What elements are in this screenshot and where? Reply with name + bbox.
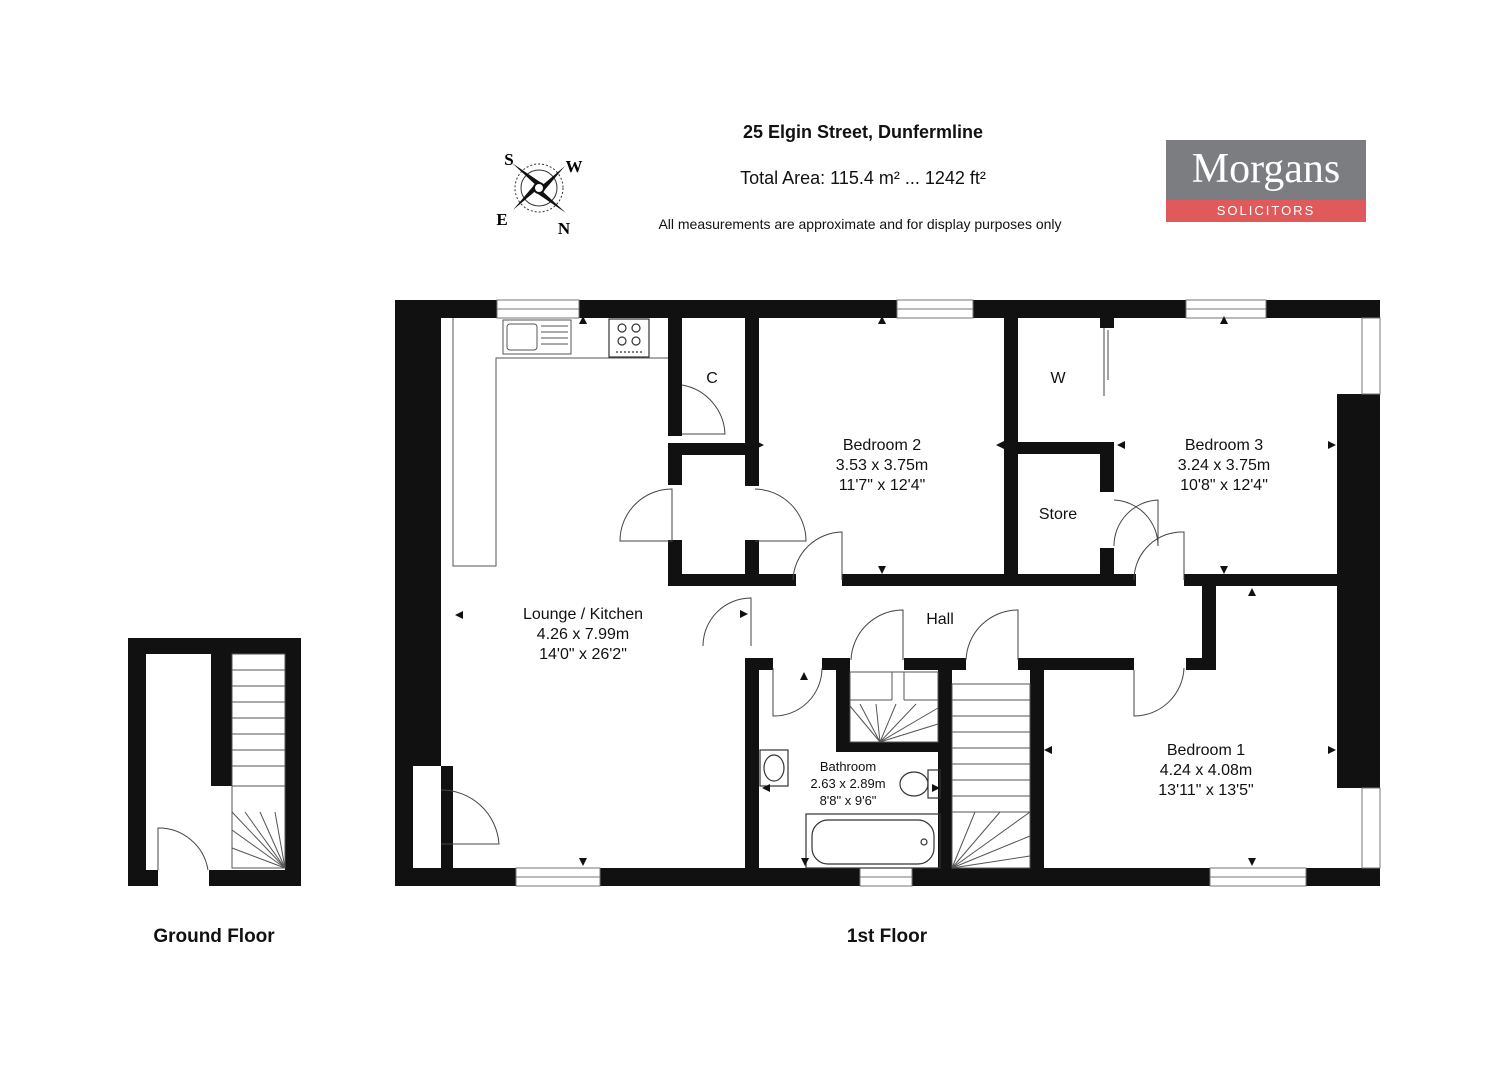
room-metric: 3.24 x 3.75m (1177, 457, 1271, 474)
windows (496, 299, 1381, 887)
room-name: Bathroom (819, 759, 877, 774)
ground-floor-stairs (231, 653, 286, 869)
disclaimer: All measurements are approximate and for… (658, 216, 1062, 232)
room-name: Bedroom 1 (1166, 742, 1246, 759)
bathroom-fixtures (759, 749, 941, 869)
room-name: Lounge / Kitchen (522, 606, 644, 623)
doors (440, 328, 1185, 845)
room-imperial: 13'11" x 13'5" (1158, 782, 1254, 799)
morgans-logo: Morgans SOLICITORS (1166, 140, 1366, 222)
logo-wordmark: Morgans (1166, 140, 1366, 200)
ground-floor-plan (128, 638, 301, 886)
room-imperial: 11'7" x 12'4" (838, 477, 926, 494)
opening-markers (455, 316, 1336, 866)
compass-w: W (566, 157, 583, 176)
room-imperial: 10'8" x 12'4" (1180, 477, 1268, 494)
room-lounge-kitchen: Lounge / Kitchen 4.26 x 7.99m 14'0" x 26… (503, 605, 663, 665)
room-hall: Hall (926, 611, 954, 628)
room-bedroom-1: Bedroom 1 4.24 x 4.08m 13'11" x 13'5" (1126, 741, 1286, 801)
ground-floor-label: Ground Floor (153, 926, 275, 947)
compass-e: E (496, 210, 507, 229)
room-name: Bedroom 2 (842, 437, 922, 454)
logo-tagline: SOLICITORS (1166, 200, 1366, 222)
kitchen-worktop (452, 318, 668, 567)
room-store: Store (1038, 506, 1078, 523)
hob-icon (608, 318, 650, 358)
room-imperial: 8'8" x 9'6" (819, 793, 877, 808)
room-metric: 4.26 x 7.99m (536, 626, 630, 643)
room-cupboard: C (706, 370, 718, 387)
room-metric: 3.53 x 3.75m (835, 457, 929, 474)
compass-s: S (504, 150, 513, 169)
first-floor-label: 1st Floor (846, 926, 928, 947)
property-address: 25 Elgin Street, Dunfermline (742, 122, 984, 142)
room-name: Bedroom 3 (1184, 437, 1264, 454)
room-metric: 2.63 x 2.89m (810, 776, 886, 791)
room-bedroom-2: Bedroom 2 3.53 x 3.75m 11'7" x 12'4" (802, 436, 962, 496)
compass-n: N (558, 219, 571, 238)
compass-icon: S W E N (496, 150, 582, 238)
ground-floor-door-icon (157, 827, 209, 871)
room-metric: 4.24 x 4.08m (1159, 762, 1253, 779)
room-imperial: 14'0" x 26'2" (539, 646, 627, 663)
room-bedroom-3: Bedroom 3 3.24 x 3.75m 10'8" x 12'4" (1144, 436, 1304, 496)
room-wardrobe: W (1050, 370, 1066, 387)
first-floor-stairs (849, 671, 1031, 869)
total-area: Total Area: 115.4 m² ... 1242 ft² (740, 168, 986, 188)
room-bathroom: Bathroom 2.63 x 2.89m 8'8" x 9'6" (793, 758, 903, 809)
